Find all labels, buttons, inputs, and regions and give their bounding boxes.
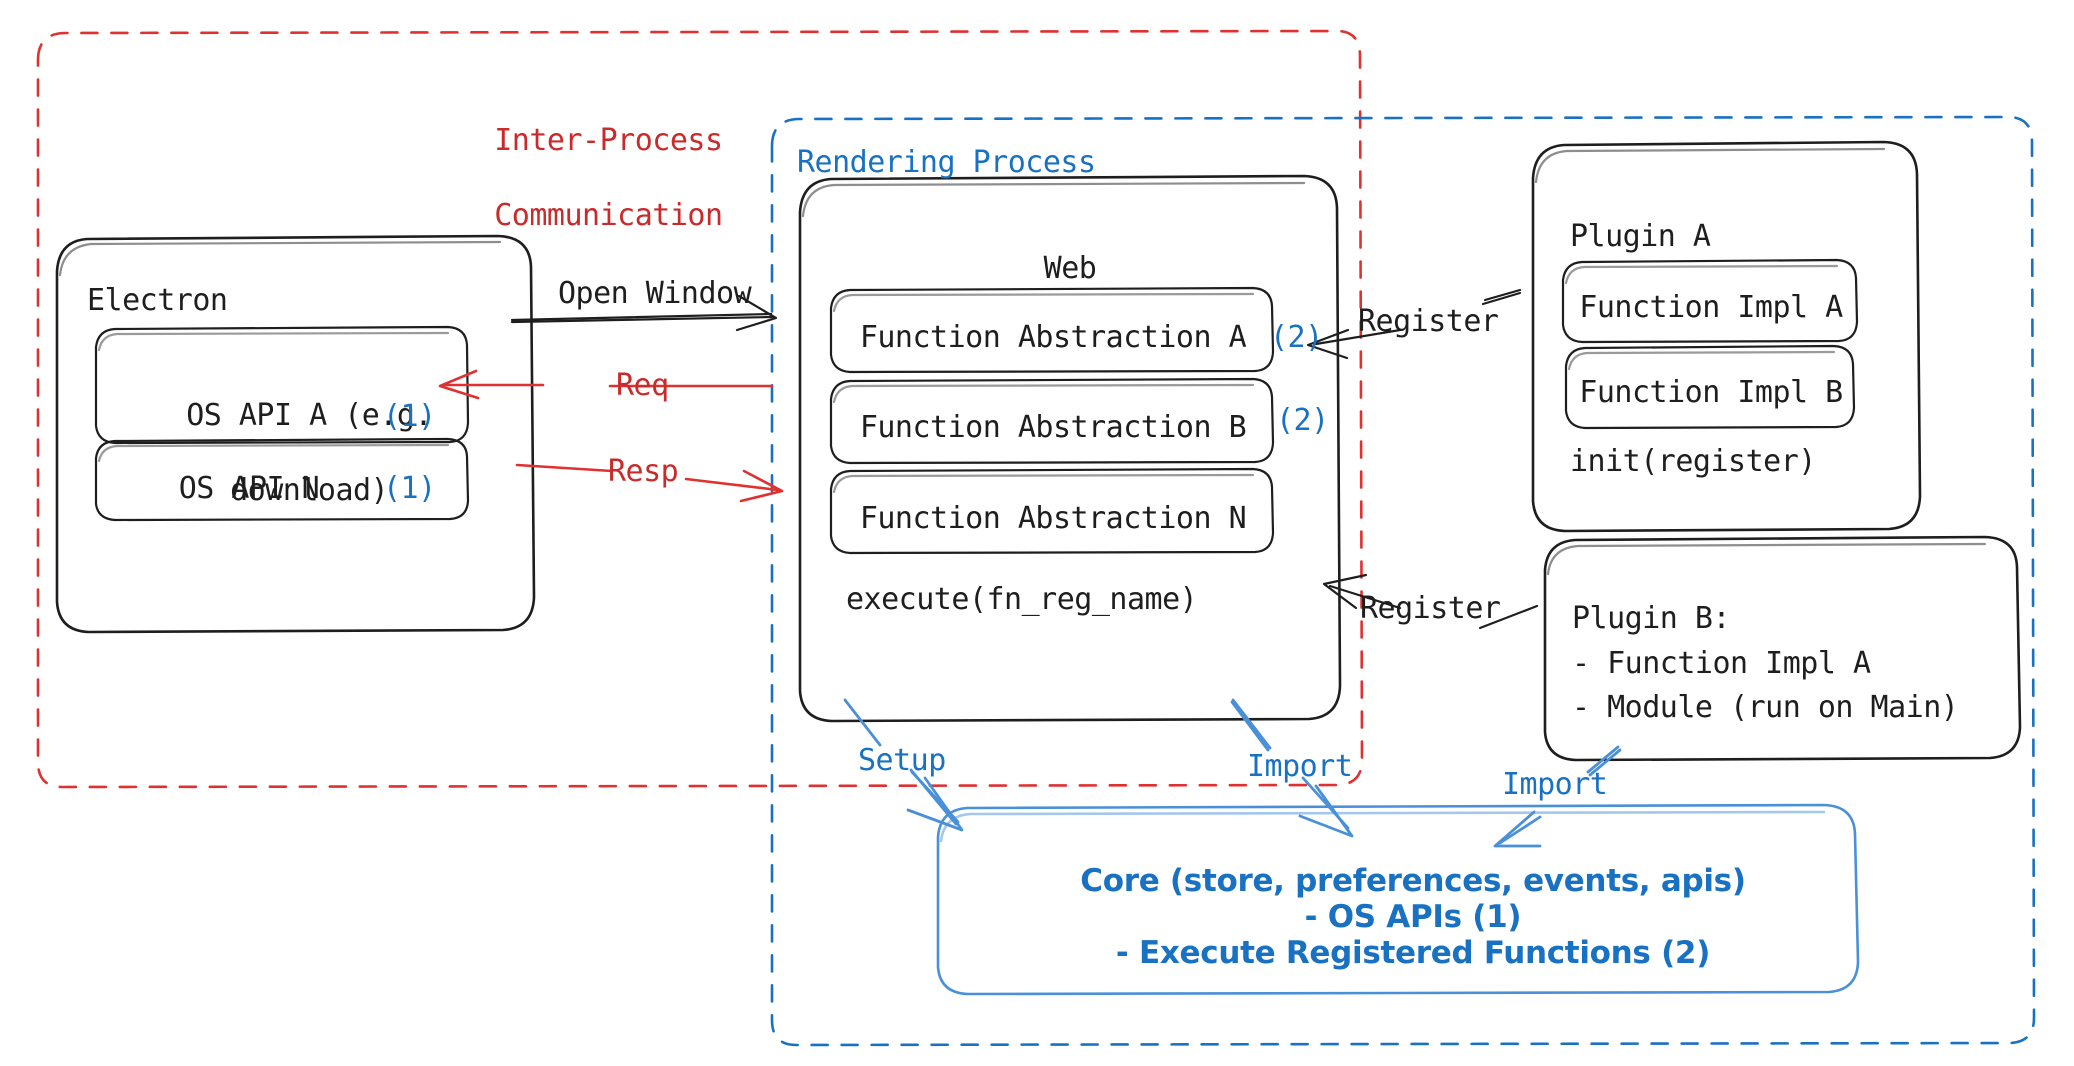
fn-abstraction-b-label: Function Abstraction B	[859, 410, 1247, 445]
edge-import-plugin-b-label: Import	[1502, 767, 1608, 802]
fn-abstraction-b-marker: (2)	[1276, 403, 1329, 438]
edge-import-web-label: Import	[1247, 749, 1353, 784]
plugin-a-title: Plugin A	[1570, 219, 1711, 254]
core-line-2: - OS APIs (1)	[1304, 899, 1522, 935]
edge-req-label: Req	[616, 368, 669, 403]
plugin-b-item-1: - Module (run on Main)	[1572, 690, 1959, 725]
electron-api-n-marker: (1)	[383, 471, 436, 506]
edge-setup-label: Setup	[858, 743, 946, 778]
edge-register-a-label: Register	[1358, 304, 1499, 339]
electron-api-n-label: OS API N	[178, 471, 320, 506]
electron-api-a-marker: (1)	[383, 399, 436, 434]
edge-resp-label: Resp	[608, 454, 679, 489]
plugin-a-impl-b-label: Function Impl B	[1579, 375, 1843, 410]
edge-register-b-label: Register	[1360, 591, 1501, 626]
electron-title: Electron	[87, 283, 228, 318]
fn-abstraction-n-label: Function Abstraction N	[859, 501, 1247, 536]
plugin-a-footer-label: init(register)	[1570, 444, 1816, 479]
group-rendering-title: Rendering Process	[797, 145, 1096, 180]
group-ipc-title-line1: Inter-Process	[494, 122, 723, 158]
plugin-b-item-0: - Function Impl A	[1572, 646, 1871, 681]
group-ipc-title: Inter-Process Communication	[424, 84, 723, 272]
electron-api-a-label: OS API A (e.g. download)	[104, 359, 444, 547]
core-line-1: Core (store, preferences, events, apis)	[1080, 863, 1746, 899]
plugin-b-title: Plugin B:	[1572, 601, 1731, 636]
fn-abstraction-a-marker: (2)	[1270, 320, 1323, 355]
fn-abstraction-a-label: Function Abstraction A	[859, 320, 1247, 355]
web-footer-label: execute(fn_reg_name)	[846, 582, 1198, 617]
web-title: Web	[1043, 251, 1097, 286]
edge-req	[438, 369, 774, 400]
electron-api-a-line2: download)	[230, 472, 389, 508]
edge-open-window-label: Open Window	[558, 276, 752, 311]
core-line-3: - Execute Registered Functions (2)	[1115, 935, 1711, 971]
plugin-a-impl-a-label: Function Impl A	[1579, 290, 1843, 325]
group-ipc-title-line2: Communication	[494, 197, 723, 233]
electron-api-a-line1: OS API A (e.g.	[186, 397, 433, 433]
